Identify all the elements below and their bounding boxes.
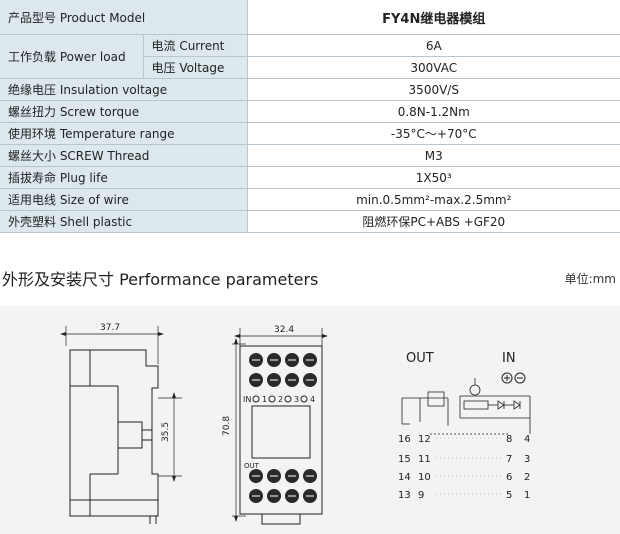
indicator-ring-icon [268,395,276,403]
row-value: 0.8N-1.2Nm [246,100,620,123]
row-label: 绝缘电压 Insulation voltage [0,78,248,101]
front-view [232,328,328,525]
row-label: 使用环境 Temperature range [0,122,248,145]
pin-number: 3 [524,454,530,465]
row-label: 螺丝扭力 Screw torque [0,100,248,123]
current-label: 电流 Current [142,34,248,57]
pin-number: 2 [524,472,530,483]
voltage-label: 电压 Voltage [142,56,248,79]
schematic-in-label: IN [502,351,516,366]
row-label: 适用电线 Size of wire [0,188,248,211]
table-row: 产品型号 Product Model FY4N继电器模组 [0,0,620,35]
side-width-label: 37.7 [100,323,120,333]
pin-number: 12 [418,434,431,445]
table-row: 外壳塑料 Shell plastic 阻燃环保PC+ABS +GF20 [0,210,620,233]
table-row: 适用电线 Size of wire min.0.5mm²-max.2.5mm² [0,188,620,211]
front-height-label: 70.8 [222,416,232,436]
section-title: 外形及安装尺寸 Performance parameters [2,270,319,289]
front-in-number: 1 [262,395,267,404]
pin-number: 16 [398,434,411,445]
pin-number: 9 [418,490,424,501]
polarity-icons [501,372,526,384]
spec-table: 产品型号 Product Model FY4N继电器模组 工作负载 Power … [0,0,620,233]
row-label: 插拔寿命 Plug life [0,166,248,189]
pin-number: 1 [524,490,530,501]
product-model-label: 产品型号 Product Model [0,0,248,35]
product-model-value: FY4N继电器模组 [246,0,620,35]
front-in-number: 4 [310,395,315,404]
front-in-number: 2 [278,395,283,404]
table-row: 使用环境 Temperature range -35°C～+70°C [0,122,620,145]
table-row: 螺丝扭力 Screw torque 0.8N-1.2Nm [0,100,620,123]
row-label: 螺丝大小 SCREW Thread [0,144,248,167]
front-in-label: IN [243,395,251,404]
pin-number: 4 [524,434,530,445]
pin-number: 15 [398,454,411,465]
indicator-ring-icon [252,395,260,403]
front-out-label: OUT [244,462,260,470]
table-row: 工作负载 Power load 电流 Current 6A [0,34,620,79]
front-in-number: 3 [294,395,299,404]
diagram-svg: 37.7 35.5 32.4 70.8 IN 1 2 3 4 OUT OUT [60,323,531,525]
side-view [60,326,182,524]
table-row: 插拔寿命 Plug life 1X50³ [0,166,620,189]
row-value: 3500V/S [246,78,620,101]
side-height-label: 35.5 [161,422,171,442]
row-value: 阻燃环保PC+ABS +GF20 [246,210,620,233]
row-value: min.0.5mm²-max.2.5mm² [246,188,620,211]
pin-number: 6 [506,472,512,483]
pin-number: 10 [418,472,431,483]
pin-number: 5 [506,490,512,501]
row-value: M3 [246,144,620,167]
voltage-value: 300VAC [246,56,620,79]
pin-number: 8 [506,434,512,445]
front-terminals [249,353,317,503]
pin-number: 13 [398,490,411,501]
table-row: 绝缘电压 Insulation voltage 3500V/S [0,78,620,101]
pin-labels: 16 12 15 11 14 10 13 9 8 4 7 3 6 2 5 1 [398,434,530,501]
power-load-label: 工作负载 Power load [0,34,143,79]
dimension-diagram: 37.7 35.5 32.4 70.8 IN 1 2 3 4 OUT OUT [0,306,620,534]
row-value: -35°C～+70°C [246,122,620,145]
pin-number: 7 [506,454,512,465]
table-row: 螺丝大小 SCREW Thread M3 [0,144,620,167]
front-width-label: 32.4 [274,325,294,335]
current-value: 6A [246,34,620,57]
pin-number: 11 [418,454,431,465]
unit-label: 单位:mm [564,272,616,286]
indicator-ring-icon [284,395,292,403]
schematic-wiring [401,378,531,435]
indicator-ring-icon [300,395,308,403]
row-label: 外壳塑料 Shell plastic [0,210,248,233]
pin-number: 14 [398,472,411,483]
table-row: 电压 Voltage 300VAC [0,56,620,79]
row-value: 1X50³ [246,166,620,189]
schematic-out-label: OUT [406,351,434,366]
